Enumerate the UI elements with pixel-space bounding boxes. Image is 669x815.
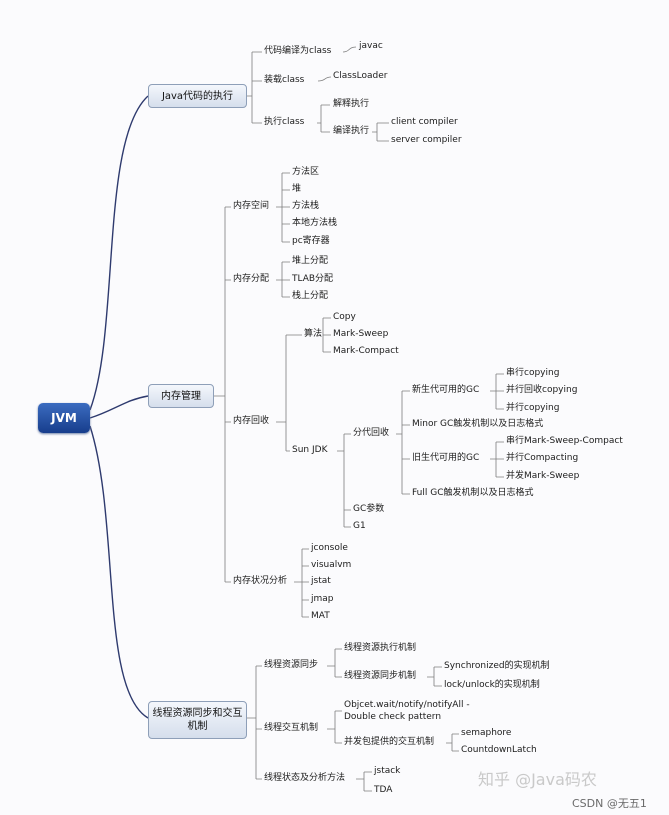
node-classloader[interactable]: ClassLoader — [333, 71, 388, 81]
node-memory-alloc[interactable]: 内存分配 — [233, 274, 270, 284]
node-compile-to-class[interactable]: 代码编译为class — [264, 46, 332, 56]
tool-item[interactable]: MAT — [311, 611, 330, 621]
node-thread-sync[interactable]: 线程资源同步 — [264, 660, 319, 670]
node-thread-state[interactable]: 线程状态及分析方法 — [264, 773, 346, 783]
tool-item[interactable]: jconsole — [311, 543, 348, 553]
node-sun-jdk[interactable]: Sun JDK — [292, 445, 328, 455]
node-memory-gc[interactable]: 内存回收 — [233, 416, 270, 426]
algo-item[interactable]: Mark-Compact — [333, 346, 399, 356]
young-gc-item[interactable]: 串行copying — [506, 368, 560, 378]
sync-item[interactable]: Synchronized的实现机制 — [444, 661, 550, 671]
old-gc-item[interactable]: 并行Compacting — [506, 453, 579, 463]
node-thread-interact[interactable]: 线程交互机制 — [264, 723, 319, 733]
alloc-item[interactable]: TLAB分配 — [292, 274, 334, 284]
node-load-class[interactable]: 装载class — [264, 75, 305, 85]
node-client-compiler[interactable]: client compiler — [391, 117, 458, 127]
young-gc-item[interactable]: 并行copying — [506, 403, 560, 413]
old-gc-item[interactable]: 串行Mark-Sweep-Compact — [506, 436, 623, 446]
node-old-gen-gc[interactable]: 旧生代可用的GC — [412, 453, 480, 463]
node-concurrent-mech[interactable]: 并发包提供的交互机制 — [344, 737, 435, 747]
space-item[interactable]: 方法栈 — [292, 201, 320, 211]
node-memory-tools[interactable]: 内存状况分析 — [233, 576, 288, 586]
algo-item[interactable]: Copy — [333, 312, 356, 322]
node-server-compiler[interactable]: server compiler — [391, 135, 462, 145]
zhihu-watermark: 知乎 @Java码农 — [478, 770, 597, 789]
tool-item[interactable]: jstat — [311, 576, 331, 586]
node-thread-exec-mech[interactable]: 线程资源执行机制 — [344, 643, 417, 653]
node-algorithm[interactable]: 算法 — [304, 329, 323, 339]
node-interpret[interactable]: 解释执行 — [333, 99, 370, 109]
state-item[interactable]: jstack — [374, 766, 401, 776]
old-gc-item[interactable]: 并发Mark-Sweep — [506, 471, 580, 481]
space-item[interactable]: 本地方法栈 — [292, 218, 338, 228]
node-minor-gc[interactable]: Minor GC触发机制以及日志格式 — [412, 419, 544, 429]
node-wait-notify[interactable]: Objcet.wait/notify/notifyAll - — [344, 700, 470, 710]
branch-java-execution[interactable]: Java代码的执行 — [148, 84, 247, 108]
branch-thread-sync[interactable]: 线程资源同步和交互机制 — [148, 701, 247, 739]
space-item[interactable]: 堆 — [292, 184, 302, 194]
sync-item[interactable]: lock/unlock的实现机制 — [444, 680, 540, 690]
alloc-item[interactable]: 堆上分配 — [292, 256, 329, 266]
node-generational-gc[interactable]: 分代回收 — [353, 428, 390, 438]
node-javac[interactable]: javac — [359, 41, 383, 51]
node-thread-sync-mech[interactable]: 线程资源同步机制 — [344, 671, 417, 681]
node-execute-class[interactable]: 执行class — [264, 117, 305, 127]
branch-memory-management[interactable]: 内存管理 — [148, 384, 214, 408]
tool-item[interactable]: visualvm — [311, 560, 352, 570]
node-full-gc[interactable]: Full GC触发机制以及日志格式 — [412, 488, 534, 498]
root-node-jvm[interactable]: JVM — [38, 403, 90, 433]
node-gc-params[interactable]: GC参数 — [353, 504, 385, 514]
node-compile-exec[interactable]: 编译执行 — [333, 126, 370, 136]
algo-item[interactable]: Mark-Sweep — [333, 329, 389, 339]
node-double-check[interactable]: Double check pattern — [344, 712, 442, 722]
node-memory-space[interactable]: 内存空间 — [233, 201, 270, 211]
space-item[interactable]: 方法区 — [292, 167, 320, 177]
alloc-item[interactable]: 栈上分配 — [292, 291, 329, 301]
space-item[interactable]: pc寄存器 — [292, 236, 330, 246]
tool-item[interactable]: jmap — [311, 594, 334, 604]
state-item[interactable]: TDA — [374, 785, 393, 795]
node-g1[interactable]: G1 — [353, 521, 366, 531]
concurrent-item[interactable]: semaphore — [461, 728, 512, 738]
young-gc-item[interactable]: 并行回收copying — [506, 385, 578, 395]
csdn-credit: CSDN @无五1 — [572, 797, 647, 810]
concurrent-item[interactable]: CountdownLatch — [461, 745, 537, 755]
node-young-gen-gc[interactable]: 新生代可用的GC — [412, 385, 480, 395]
